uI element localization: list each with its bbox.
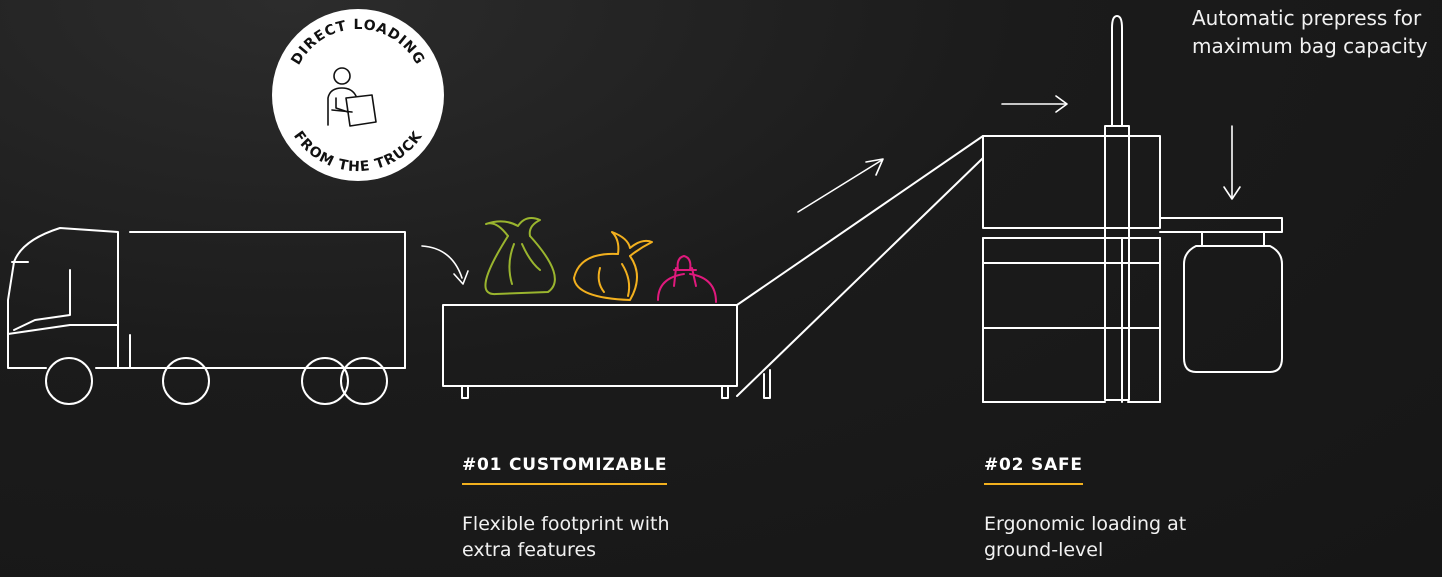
direct-loading-badge: DIRECT LOADING FROM THE TRUCK bbox=[272, 9, 444, 181]
conveyor-arrow-icon bbox=[797, 158, 884, 213]
rear-wheel-2 bbox=[340, 357, 388, 405]
prepress-arrow-icon bbox=[1223, 125, 1241, 200]
front-wheel bbox=[45, 357, 93, 405]
person-carrying-box-icon bbox=[327, 67, 377, 127]
bag-green-icon bbox=[484, 217, 556, 296]
feature-heading: #01 CUSTOMIZABLE bbox=[462, 455, 668, 485]
baler bbox=[982, 15, 1283, 403]
feature-text: Flexible footprint with extra features bbox=[462, 513, 670, 561]
rear-wheel-1 bbox=[301, 357, 349, 405]
feature-text: Ergonomic loading at ground-level bbox=[984, 513, 1187, 561]
feature-customizable: #01 CUSTOMIZABLE Flexible footprint with… bbox=[462, 455, 762, 563]
prepress-note: Automatic prepress for maximum bag capac… bbox=[1192, 6, 1428, 58]
bag-pink-icon bbox=[657, 255, 717, 303]
push-arrow-icon bbox=[1001, 95, 1068, 113]
feature-heading: #02 SAFE bbox=[984, 455, 1083, 485]
feature-safe: #02 SAFE Ergonomic loading at ground-lev… bbox=[984, 455, 1284, 563]
bag-bin bbox=[1183, 231, 1283, 373]
middle-wheel bbox=[162, 357, 210, 405]
hopper bbox=[442, 304, 738, 399]
conveyor bbox=[736, 135, 984, 399]
loading-arrow-icon bbox=[421, 245, 469, 285]
bag-yellow-icon bbox=[573, 231, 653, 301]
truck bbox=[7, 227, 406, 405]
